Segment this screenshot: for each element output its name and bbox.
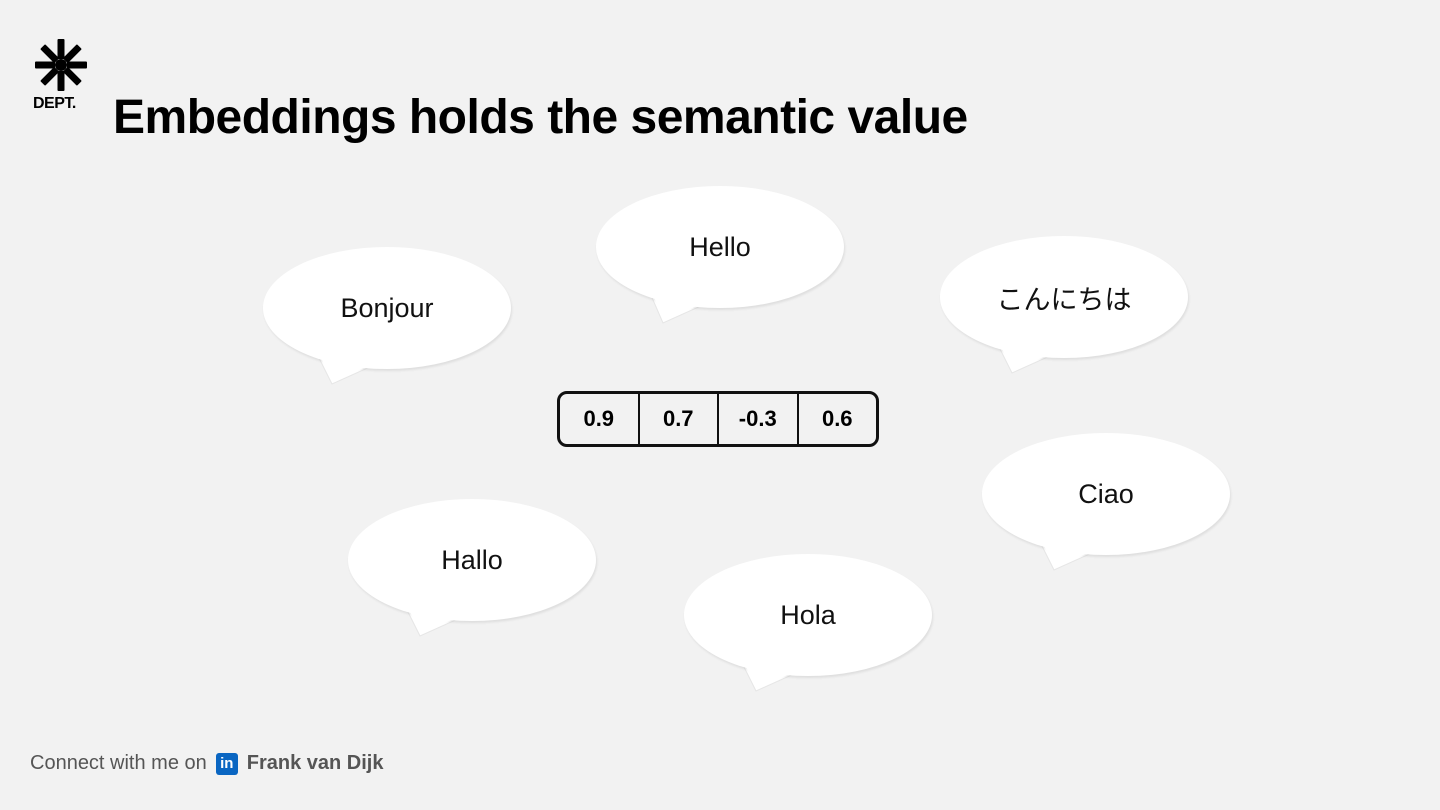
- footer-prefix: Connect with me on: [30, 752, 207, 774]
- bubble-label: Ciao: [1078, 478, 1134, 509]
- vector-cell: 0.9: [560, 394, 640, 444]
- speech-bubble-konnichiwa: こんにちは: [939, 235, 1189, 435]
- speech-bubble-shape: [263, 247, 511, 385]
- speech-bubble-shape: [684, 554, 932, 692]
- speech-bubble-hola: Hola: [683, 553, 933, 753]
- page-title: Embeddings holds the semantic value: [113, 91, 968, 144]
- bubble-label: Bonjour: [340, 292, 434, 323]
- bubble-label: Hallo: [441, 544, 503, 575]
- asterisk-burst-icon: [35, 39, 87, 91]
- speech-bubble-hello: Hello: [595, 185, 845, 385]
- vector-cell: 0.7: [640, 394, 719, 444]
- speech-bubble-shape: [596, 186, 844, 324]
- bubble-label: こんにちは: [996, 284, 1132, 315]
- vector-cell: -0.3: [719, 394, 799, 444]
- dept-logo: DEPT.: [33, 38, 89, 114]
- embedding-vector: 0.9 0.7 -0.3 0.6: [557, 391, 879, 447]
- footer: Connect with me on in Frank van Dijk: [30, 752, 383, 775]
- vector-cell: 0.6: [821, 406, 853, 431]
- bubble-label: Hello: [689, 231, 751, 262]
- linkedin-profile-link[interactable]: Frank van Dijk: [246, 752, 384, 774]
- bubble-label: Hola: [780, 599, 836, 630]
- linkedin-icon[interactable]: in: [215, 752, 238, 775]
- speech-bubble-shape: [348, 499, 596, 637]
- speech-bubble-shape: [940, 236, 1188, 374]
- speech-bubble-hallo: Hallo: [347, 498, 597, 698]
- speech-bubble-ciao: Ciao: [981, 432, 1231, 632]
- speech-bubble-bonjour: Bonjour: [262, 246, 512, 446]
- logo-text: DEPT.: [33, 95, 76, 112]
- speech-bubble-shape: [982, 433, 1230, 571]
